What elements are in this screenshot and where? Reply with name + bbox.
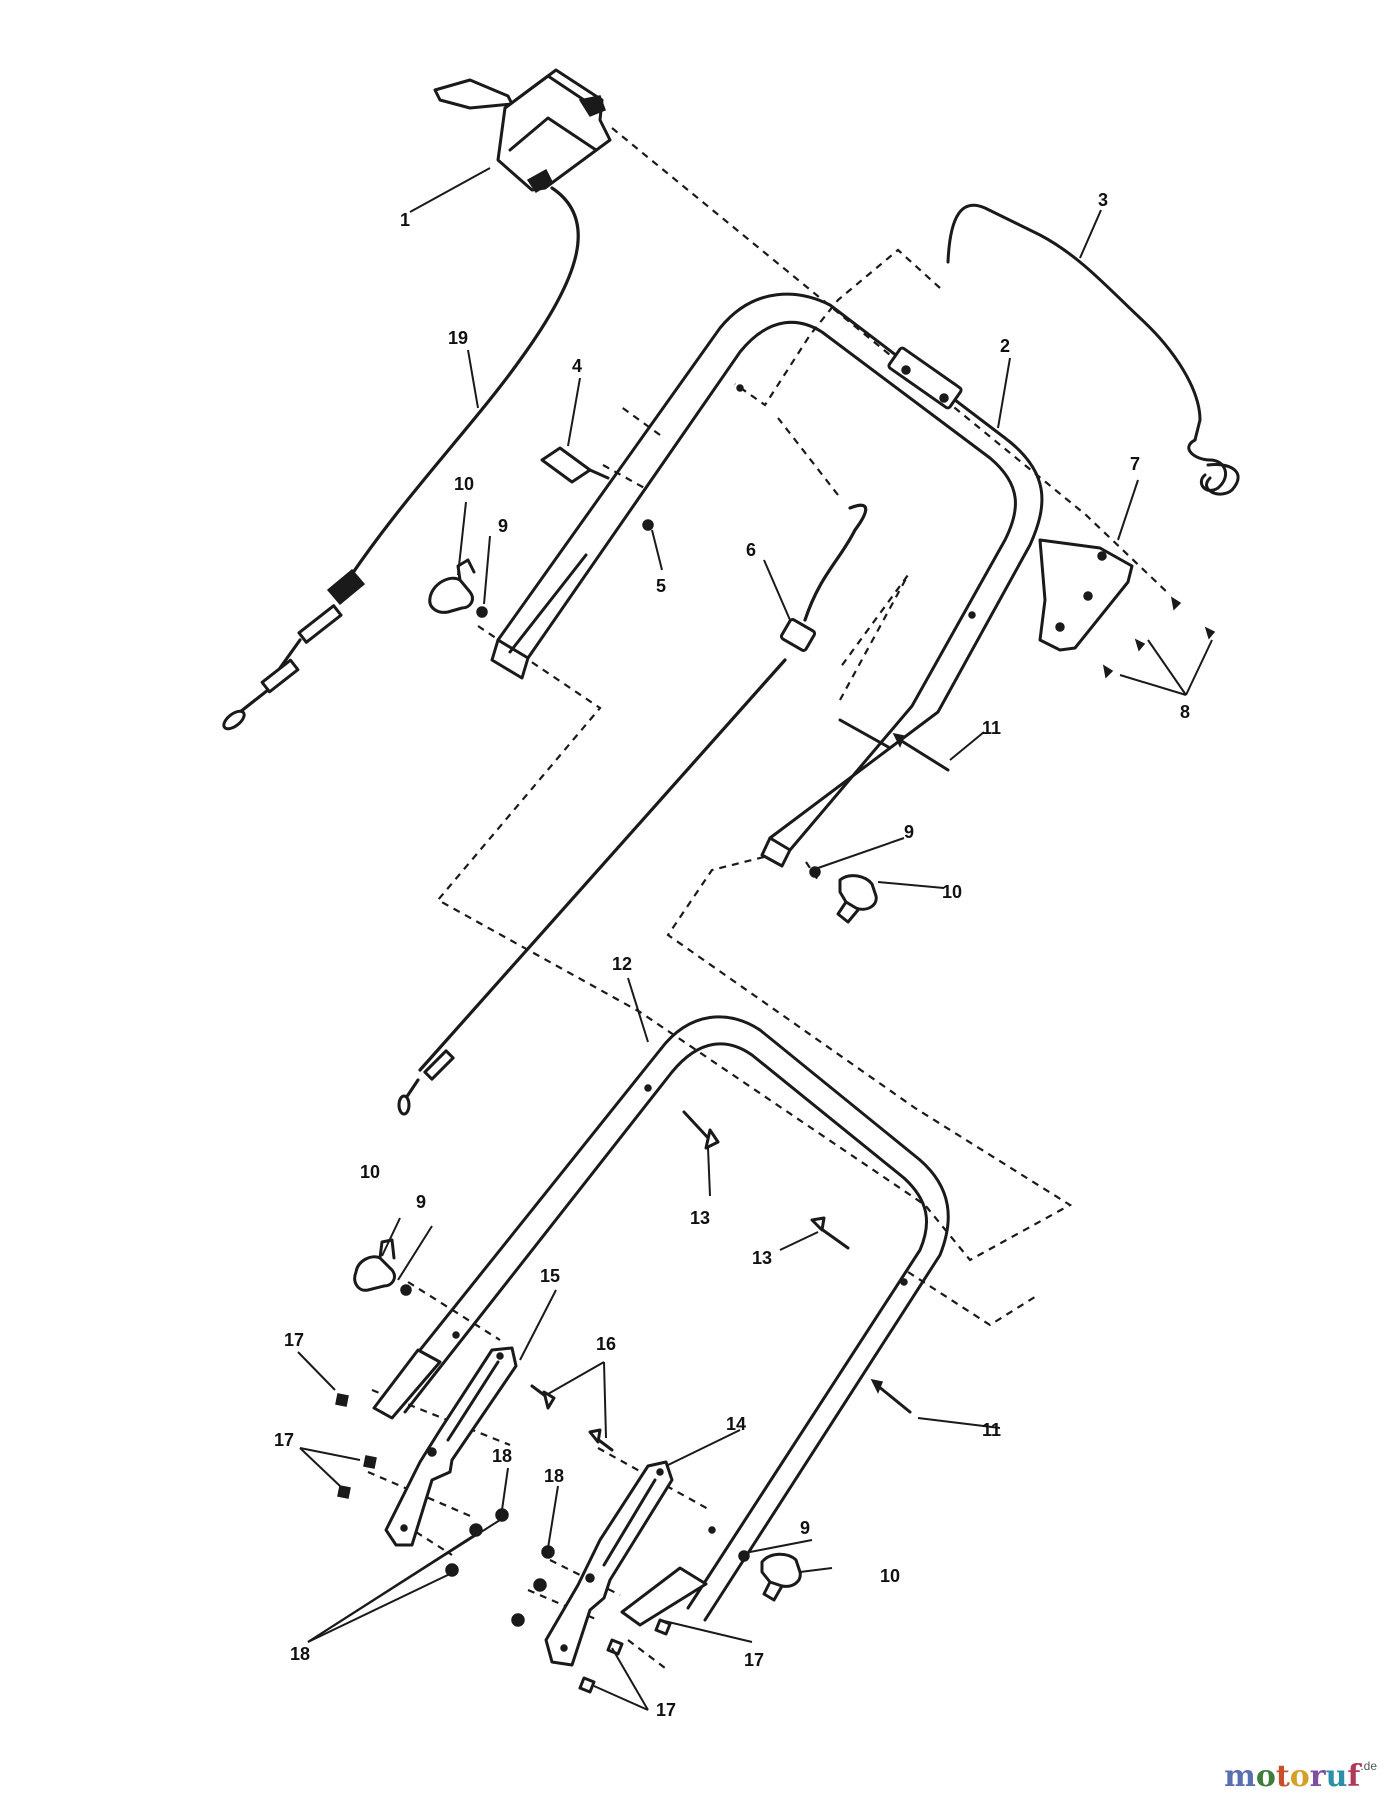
part-12-lower-handle — [372, 1015, 950, 1627]
watermark-text: motoruf — [1224, 1759, 1361, 1794]
callout-4: 4 — [572, 356, 582, 376]
part-18-nuts — [445, 1508, 555, 1627]
part-9-washer-mid — [809, 866, 821, 878]
callout-18-left: 18 — [492, 1446, 512, 1466]
callout-9-upper-left: 9 — [498, 516, 508, 536]
part-10-wing-knob-upper-left — [428, 558, 476, 614]
callout-10-mid: 10 — [942, 882, 962, 902]
part-13-bolts — [682, 1110, 850, 1250]
callout-11-upper: 11 — [982, 718, 1001, 738]
callout-5: 5 — [656, 576, 666, 596]
callout-14: 14 — [726, 1414, 746, 1434]
part-10-wing-knob-lower-right — [760, 1552, 802, 1602]
part-2-upper-handle — [490, 292, 1044, 868]
part-19-drive-cable — [222, 186, 580, 731]
part-7-plate — [1038, 538, 1134, 652]
part-14-bracket-right — [544, 1460, 674, 1667]
callout-10-upper-left: 10 — [454, 474, 474, 494]
watermark-suffix: .de — [1360, 1759, 1377, 1773]
part-5-nut — [642, 519, 654, 531]
callout-1: 1 — [400, 210, 410, 230]
callout-10-lower-left: 10 — [360, 1162, 380, 1182]
callout-7: 7 — [1130, 454, 1140, 474]
callout-17-bottom: 17 — [656, 1700, 676, 1720]
part-6-cable-switch — [397, 503, 868, 1116]
callout-leader-lines — [297, 167, 1213, 1711]
callout-11-lower: 11 — [982, 1420, 1001, 1440]
callout-12: 12 — [612, 954, 632, 974]
part-17-screws — [335, 1393, 672, 1694]
callout-15: 15 — [540, 1266, 560, 1286]
part-9-washer-lower-right — [738, 1550, 750, 1562]
part-10-wing-knob-mid — [836, 874, 878, 924]
assembly-dashed-lines — [367, 127, 1171, 1669]
part-10-wing-knob-lower-left — [353, 1238, 396, 1292]
callout-9-lower-right: 9 — [800, 1518, 810, 1538]
part-8-screws — [1102, 596, 1216, 679]
part-4-clip — [540, 446, 610, 484]
part-15-bracket-left — [384, 1346, 518, 1547]
callout-18-right: 18 — [544, 1466, 564, 1486]
callout-8: 8 — [1180, 702, 1190, 722]
part-11-bolts — [870, 732, 950, 1414]
callout-9-lower-left: 9 — [416, 1192, 426, 1212]
callout-16: 16 — [596, 1334, 616, 1354]
callout-9-mid: 9 — [904, 822, 914, 842]
callout-2: 2 — [1000, 336, 1010, 356]
callout-6: 6 — [746, 540, 756, 560]
callout-17-right: 17 — [744, 1650, 764, 1670]
part-9-washer-upper-left — [476, 606, 488, 618]
part-1-control-bracket — [433, 68, 612, 194]
part-16-carriage-bolts — [530, 1384, 614, 1452]
part-3-control-rod — [946, 203, 1240, 496]
callout-13-right: 13 — [752, 1248, 772, 1268]
callout-3: 3 — [1098, 190, 1108, 210]
callout-18-bottom: 18 — [290, 1644, 310, 1664]
callout-19: 19 — [448, 328, 468, 348]
part-9-washer-lower-left — [400, 1284, 412, 1296]
callout-13-left: 13 — [690, 1208, 710, 1228]
callout-numbers: 1 2 3 4 5 6 7 8 9 10 11 9 10 12 13 13 14… — [274, 190, 1190, 1720]
watermark-logo: motoruf.de — [1224, 1759, 1377, 1794]
callout-17-mid: 17 — [274, 1430, 294, 1450]
callout-17-top: 17 — [284, 1330, 304, 1350]
callout-10-lower-right: 10 — [880, 1566, 900, 1586]
